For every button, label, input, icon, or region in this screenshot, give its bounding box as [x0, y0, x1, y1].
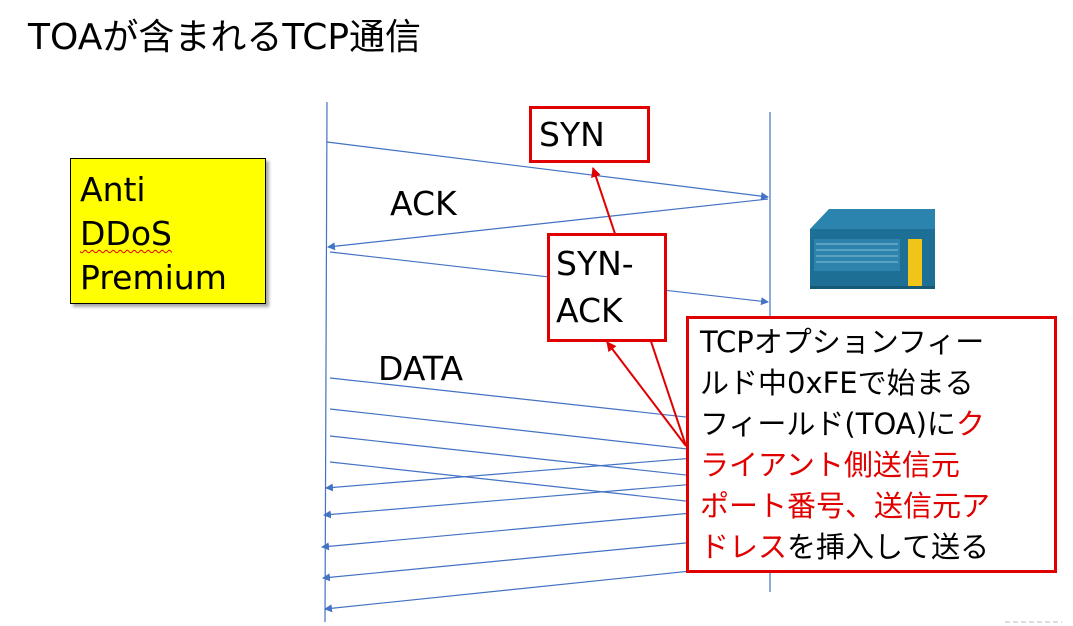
synack-highlight-box	[547, 233, 667, 342]
ack-label: ACK	[390, 184, 457, 223]
toa-note-line-1: TCPオプションフィー	[700, 325, 985, 359]
callout-arrow-synack	[606, 341, 687, 447]
toa-note-highlight: ドレス	[700, 530, 788, 564]
syn-highlight-box	[529, 106, 650, 163]
synack-label-2: ACK	[556, 291, 623, 330]
toa-note-line-3: フィールド(TOA)にク	[700, 404, 985, 445]
client-label-line: Premium	[80, 258, 227, 297]
client-label-line: DDoS	[80, 214, 172, 253]
anti-ddos-premium-label: Anti DDoS Premium	[80, 168, 227, 300]
toa-note-line-2: ルド中0xFEで始まる	[700, 366, 974, 400]
anti-ddos-premium-box	[70, 158, 266, 304]
syn-arrow	[326, 141, 769, 201]
toa-note-line-4: ライアント側送信元	[700, 448, 960, 482]
ack-arrow	[327, 198, 769, 251]
server-icon	[810, 209, 935, 289]
client-label-line: Anti	[80, 170, 146, 209]
toa-note-line-6: ドレスを挿入して送る	[700, 527, 989, 568]
syn-label: SYN	[539, 115, 605, 154]
page-title: TOAが含まれるTCP通信	[28, 17, 422, 58]
toa-note-box	[686, 316, 1057, 573]
toa-note-highlight: ク	[955, 407, 985, 441]
client-lifeline	[324, 101, 328, 623]
data-label: DATA	[378, 349, 464, 388]
synack-label-1: SYN-	[556, 244, 634, 283]
toa-note-text: フィールド(TOA)に	[700, 407, 956, 441]
toa-note-text: を挿入して送る	[787, 530, 990, 564]
toa-note-line-5: ポート番号、送信元ア	[700, 489, 991, 523]
